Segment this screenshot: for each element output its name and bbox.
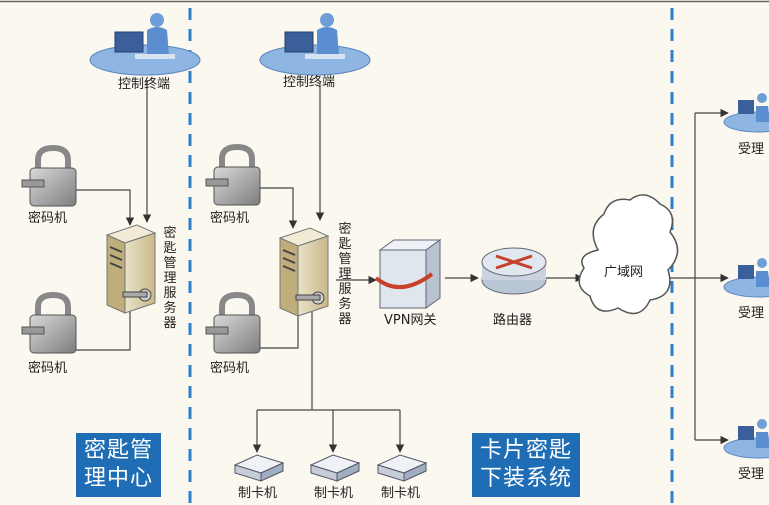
zone-title-key-center-line2: 理中心: [84, 466, 154, 491]
card-maker-label-2: 制卡机: [314, 486, 354, 501]
receiver-terminal-icon-2: [723, 258, 769, 298]
control-terminal-icon-left: [89, 13, 201, 76]
control-terminal-label-middle: 控制终端: [283, 75, 336, 90]
zone-title-card-download-line1: 卡片密匙: [480, 438, 573, 463]
key-server-icon-middle: [278, 227, 330, 317]
cipher-machine-icon-left-bottom: [21, 291, 77, 354]
card-maker-label-3: 制卡机: [381, 486, 421, 501]
card-maker-icon-2: [309, 454, 361, 482]
card-maker-icon-3: [376, 454, 428, 482]
cipher-machine-label-left-top: 密码机: [28, 211, 68, 226]
card-maker-icon-1: [233, 454, 285, 482]
key-server-label-middle: 密匙管理服务器: [338, 222, 352, 327]
wan-label: 广域网: [604, 265, 644, 280]
control-terminal-icon-middle: [259, 13, 371, 76]
cipher-machine-icon-left-top: [21, 144, 77, 207]
control-terminal-label-left: 控制终端: [118, 77, 171, 92]
receiver-label-1: 受理: [738, 142, 765, 157]
card-maker-label-1: 制卡机: [238, 486, 278, 501]
zone-title-card-download-line2: 下装系统: [480, 466, 573, 491]
zone-title-card-download: 卡片密匙 下装系统: [472, 433, 581, 497]
wan-cloud-icon: [578, 194, 679, 315]
router-icon: [481, 247, 547, 295]
receiver-label-2: 受理: [738, 306, 765, 321]
router-label: 路由器: [493, 313, 533, 328]
receiver-label-3: 受理: [738, 467, 765, 482]
cipher-machine-icon-middle-bottom: [205, 291, 261, 354]
vpn-gateway-icon: [374, 239, 442, 309]
receiver-terminal-icon-3: [723, 419, 769, 459]
key-server-icon-left: [105, 224, 157, 314]
cipher-machine-icon-middle-top: [205, 143, 261, 206]
zone-title-key-center: 密匙管 理中心: [76, 433, 162, 497]
cipher-machine-label-left-bottom: 密码机: [28, 361, 68, 376]
vpn-gateway-label: VPN网关: [384, 313, 437, 328]
zone-title-key-center-line1: 密匙管: [84, 438, 154, 463]
receiver-terminal-icon-1: [723, 93, 769, 133]
cipher-machine-label-middle-bottom: 密码机: [210, 361, 250, 376]
cipher-machine-label-middle-top: 密码机: [210, 211, 250, 226]
key-server-label-left: 密匙管理服务器: [163, 226, 177, 331]
